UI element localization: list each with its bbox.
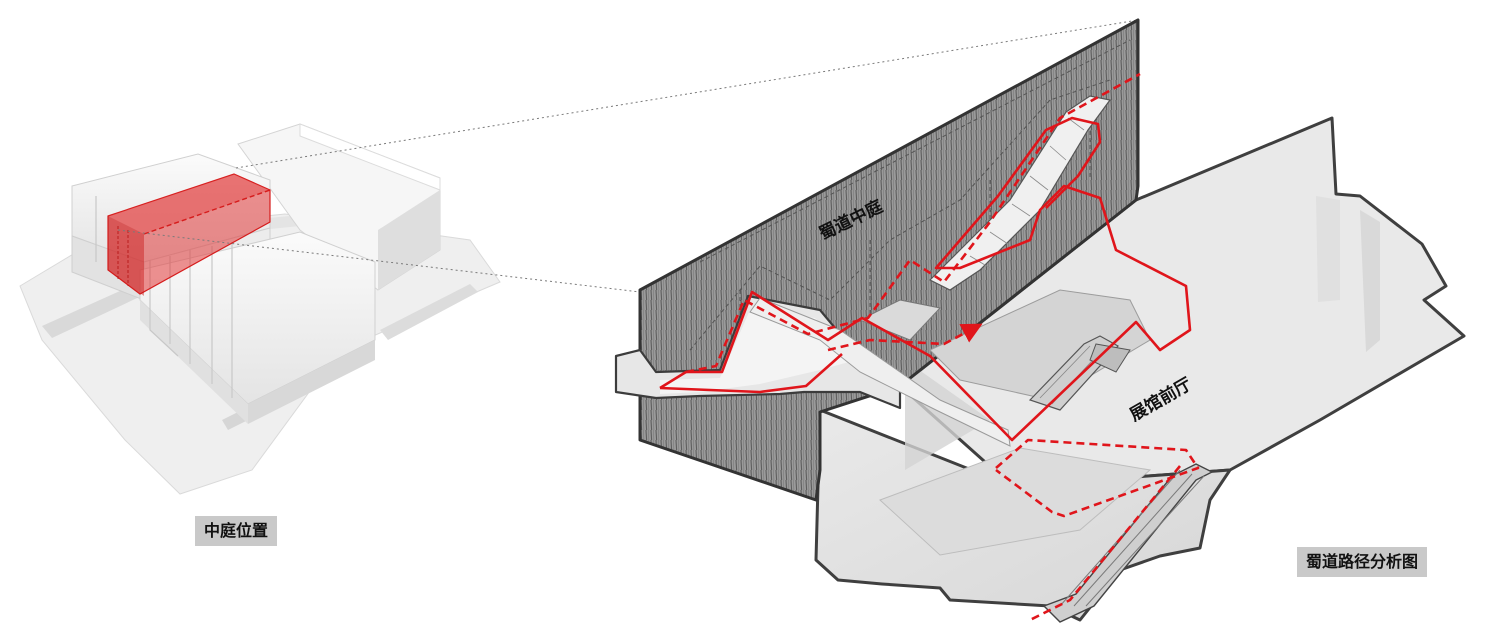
path-analysis-label: 蜀道路径分析图 [1297, 547, 1428, 577]
analysis-model [614, 18, 1466, 623]
path-dashed-escalator [1029, 465, 1182, 622]
path-dashed-arrow [827, 323, 983, 352]
bridge [749, 297, 1011, 447]
massing-model [19, 123, 501, 495]
path-solid-main [659, 116, 1192, 442]
leader-lines [117, 19, 1139, 293]
circulation-path [659, 72, 1200, 622]
atrium-location-label: 中庭位置 [195, 516, 278, 546]
path-dashed-foyer [995, 438, 1200, 518]
path-dashed-wall [685, 72, 1141, 374]
